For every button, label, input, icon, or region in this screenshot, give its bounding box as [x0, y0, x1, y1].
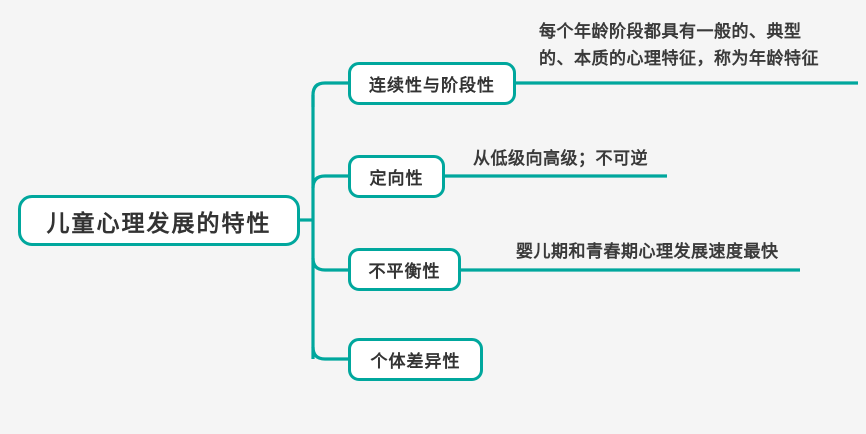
branch-line-3 — [311, 257, 348, 272]
branch-node-individual-differences[interactable]: 个体差异性 — [348, 338, 483, 381]
branch-node-directionality[interactable]: 定向性 — [348, 155, 445, 198]
branch-node-label: 不平衡性 — [368, 262, 441, 281]
branch-line-4 — [311, 346, 348, 361]
annotation-text-imbalance: 婴儿期和青春期心理发展速度最快 — [516, 242, 779, 261]
branch-line-2 — [311, 174, 348, 189]
branch-node-label: 定向性 — [369, 169, 424, 188]
branch-node-label: 连续性与阶段性 — [369, 76, 495, 95]
branch-node-continuity-and-stages[interactable]: 连续性与阶段性 — [348, 62, 516, 105]
annotation-text-continuity-and-stages: 每个年龄阶段都具有一般的、典型 的、本质的心理特征，称为年龄特征 — [539, 22, 819, 68]
root-node-label: 儿童心理发展的特性 — [46, 209, 272, 236]
annotation-text-directionality: 从低级向高级；不可逆 — [473, 149, 648, 168]
branch-node-imbalance[interactable]: 不平衡性 — [348, 248, 461, 291]
root-node[interactable]: 儿童心理发展的特性 — [18, 195, 300, 246]
branch-line-1 — [311, 81, 348, 107]
branch-node-label: 个体差异性 — [370, 352, 461, 371]
